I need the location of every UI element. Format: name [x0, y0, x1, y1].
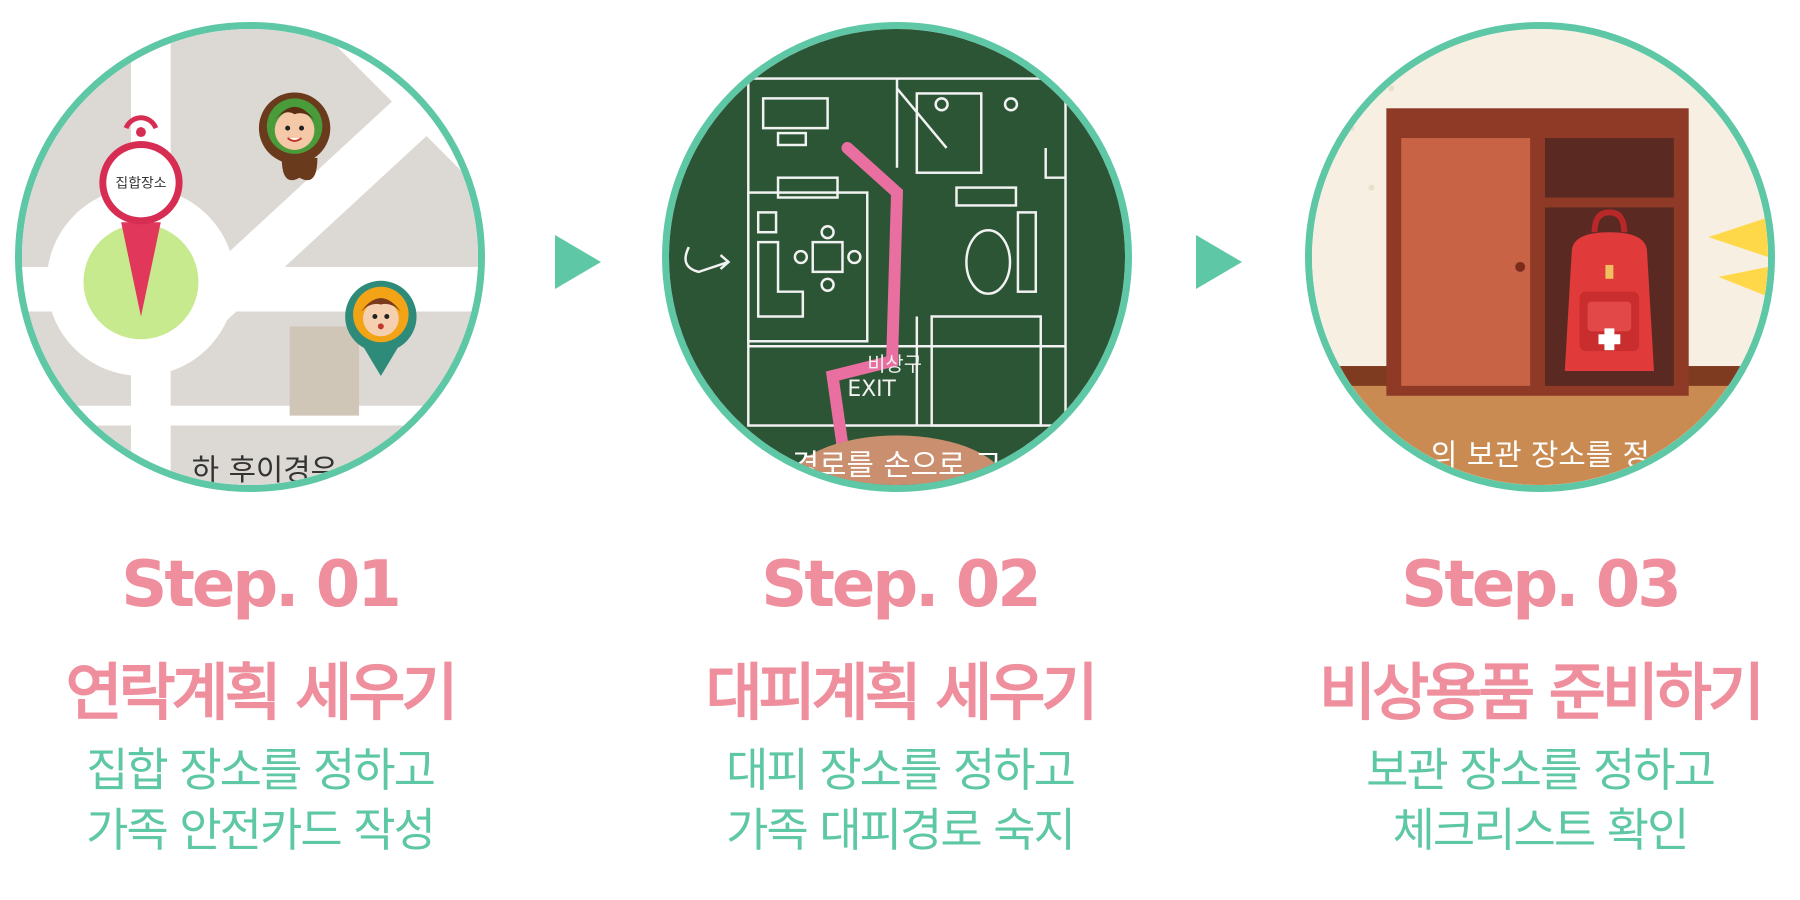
step-description-line-2: 가족 안전카드 작성 — [86, 803, 436, 857]
step-card-1: 집합장소 …하 후이경우 Step. 01 연락계획 세우기 집합 장소를 정하… — [0, 0, 520, 900]
step-number: Step. 01 — [121, 548, 402, 622]
step-number: Step. 02 — [761, 548, 1042, 622]
floorplan-svg: 비상구 EXIT 경로를 손으로 그 — [669, 29, 1125, 485]
step-description-line-1: 보관 장소를 정하고 — [1366, 743, 1716, 797]
step-title: 대피계획 세우기 — [705, 656, 1099, 729]
next-arrow-icon — [555, 235, 601, 289]
step-description: 보관 장소를 정하고 체크리스트 확인 — [1280, 740, 1800, 860]
step-card-2: 비상구 EXIT 경로를 손으로 그 Step. 02 대피계획 세우기 대피 … — [640, 0, 1160, 900]
map-caption: …하 후이경우 — [162, 453, 338, 485]
floorplan-caption: 경로를 손으로 그 — [792, 448, 1002, 483]
step-description: 대피 장소를 정하고 가족 대피경로 숙지 — [640, 740, 1160, 860]
cabinet-svg: 의 보관 장소를 정 — [1312, 29, 1768, 485]
meeting-place-map-illustration: 집합장소 …하 후이경우 — [15, 22, 485, 492]
evacuation-route — [825, 142, 904, 452]
step-description-line-1: 대피 장소를 정하고 — [726, 743, 1076, 797]
step-description-line-2: 체크리스트 확인 — [1392, 803, 1690, 857]
step-description-line-2: 가족 대피경로 숙지 — [726, 803, 1076, 857]
step-number: Step. 03 — [1401, 548, 1682, 622]
next-arrow-icon — [1196, 235, 1242, 289]
map-svg: 집합장소 …하 후이경우 — [22, 29, 478, 485]
step-title: 연락계획 세우기 — [65, 656, 459, 729]
cabinet-caption: 의 보관 장소를 정 — [1430, 438, 1650, 473]
pin-label: 집합장소 — [115, 176, 166, 192]
emergency-kit-illustration: 의 보관 장소를 정 — [1305, 22, 1775, 492]
step-title: 비상용품 준비하기 — [1319, 656, 1765, 729]
exit-label-en: EXIT — [847, 377, 896, 402]
evacuation-plan-illustration: 비상구 EXIT 경로를 손으로 그 — [662, 22, 1132, 492]
step-description: 집합 장소를 정하고 가족 안전카드 작성 — [0, 740, 520, 860]
hand — [787, 435, 1007, 485]
step-description-line-1: 집합 장소를 정하고 — [86, 743, 436, 797]
cabinet-door — [1401, 138, 1531, 386]
step-card-3: 의 보관 장소를 정 Step. 03 비상용품 준비하기 보관 장소를 정하고… — [1280, 0, 1800, 900]
exit-label-ko: 비상구 — [867, 353, 922, 376]
